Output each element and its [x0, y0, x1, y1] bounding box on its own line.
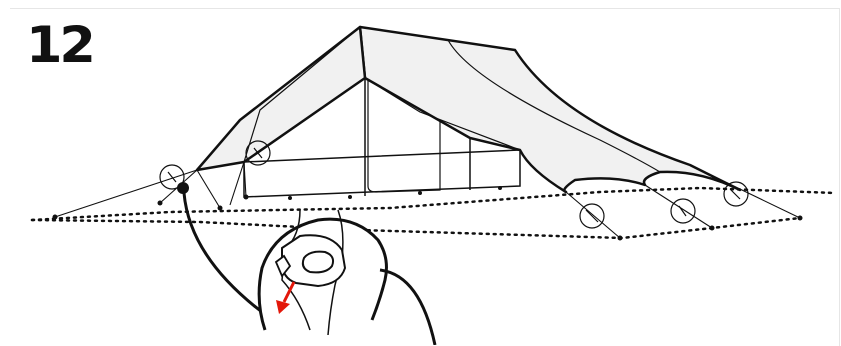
guy-line-tensioner-detail	[259, 210, 435, 345]
ground-outline	[32, 188, 835, 238]
detail-callout	[177, 182, 270, 318]
